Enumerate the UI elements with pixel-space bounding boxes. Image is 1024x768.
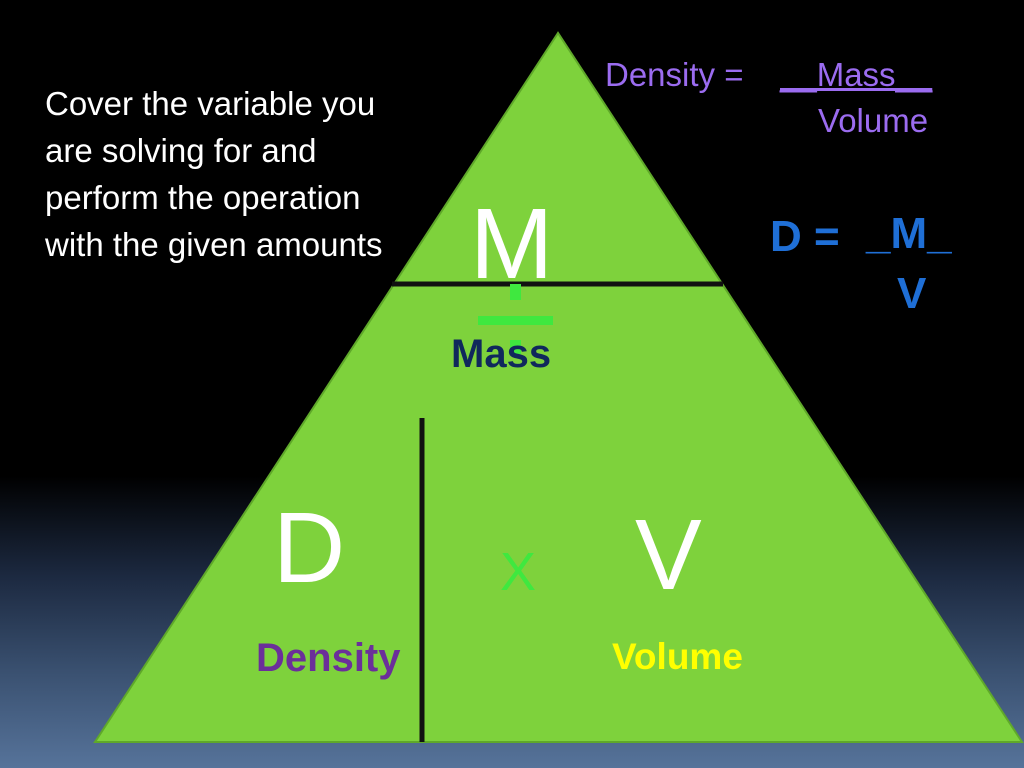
multiplication-sign: X: [500, 542, 537, 602]
division-sign-dot-top: [510, 284, 521, 300]
formula-words-lhs: Density =: [605, 56, 744, 93]
triangle-right-label: Volume: [612, 636, 743, 677]
formula-letters-denominator: V: [897, 269, 927, 318]
formula-letters-numerator: _M_: [866, 209, 952, 258]
formula-words-numerator: __Mass__: [780, 56, 933, 93]
triangle-top-label: Mass: [451, 332, 552, 376]
division-sign-dot-bottom: [510, 340, 521, 354]
triangle-top-letter: M: [470, 188, 554, 300]
triangle-shape: [93, 31, 1024, 743]
instructions-text: Cover the variable you are solving for a…: [45, 85, 383, 263]
division-sign-bar: [478, 316, 553, 325]
triangle-right-letter: V: [635, 499, 702, 611]
triangle-left-letter: D: [273, 492, 346, 604]
formula-words-denominator: Volume: [818, 102, 929, 139]
triangle-left-label: Density: [256, 636, 401, 680]
formula-letters-lhs: D =: [770, 212, 840, 261]
